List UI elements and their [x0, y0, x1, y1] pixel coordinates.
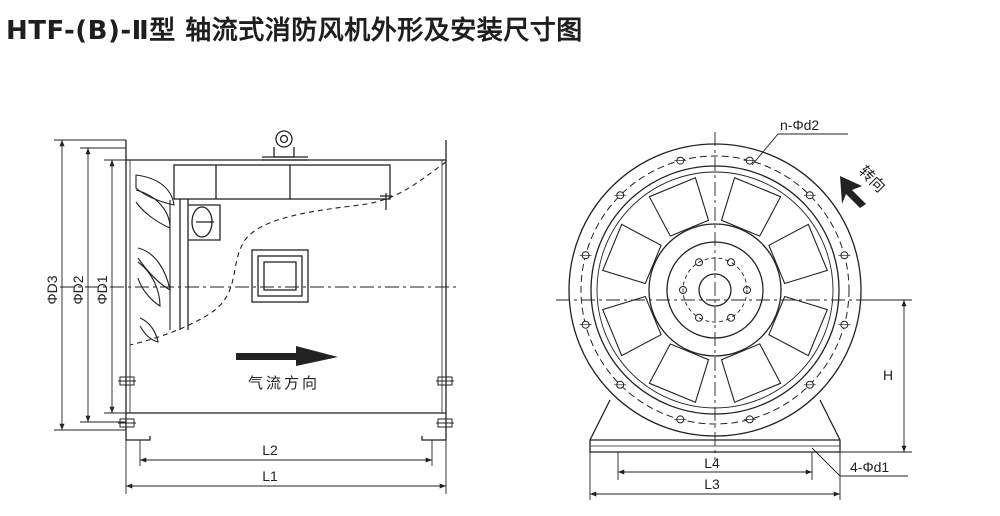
label-d3: ΦD3 [44, 275, 60, 304]
label-d1: ΦD1 [94, 275, 110, 304]
label-holes-top: n-Φd2 [780, 117, 819, 133]
rotation-arrow [840, 176, 866, 208]
shaft-bore [698, 273, 732, 307]
label-d2: ΦD2 [70, 275, 86, 304]
label-airflow-direction: 气流方向 [248, 374, 320, 392]
junction-box [251, 249, 309, 303]
front-view [556, 132, 912, 500]
blade [601, 223, 662, 285]
length-dimensions [125, 440, 447, 494]
hub-hole [679, 286, 687, 294]
label-l3: L3 [704, 476, 720, 492]
flange-bolts [118, 376, 454, 428]
page-title: HTF-(B)-Ⅱ型 轴流式消防风机外形及安装尺寸图 [6, 16, 583, 46]
side-view [54, 130, 458, 494]
blade [648, 176, 710, 237]
hub-hole [743, 286, 751, 294]
diameter-dimensions [54, 139, 126, 431]
label-l4: L4 [704, 455, 720, 471]
hub-hole [727, 258, 735, 267]
label-l2: L2 [262, 442, 278, 458]
blade [601, 295, 662, 357]
mounting-feet [125, 430, 447, 441]
height-dimension [840, 299, 912, 453]
flange-bolt-holes [579, 156, 851, 424]
blade [768, 223, 829, 285]
label-h: H [883, 367, 893, 383]
blade [720, 176, 782, 237]
label-l1: L1 [262, 468, 278, 484]
hub-hole [727, 313, 735, 322]
hub-hole [695, 258, 703, 267]
airflow-arrow [236, 346, 338, 366]
impeller-blades [135, 174, 175, 343]
bolt-circle [580, 155, 850, 425]
lifting-lug [262, 130, 308, 161]
blade [768, 295, 829, 357]
hub-bolt-holes [679, 258, 751, 322]
holes-top-leader [751, 133, 848, 166]
hub-hole [695, 313, 703, 322]
inlet-contour [129, 161, 447, 346]
blade [648, 343, 710, 404]
motor-body [173, 164, 392, 330]
label-holes-base: 4-Φd1 [850, 459, 889, 475]
blade [720, 343, 782, 404]
impeller-blades-front [601, 176, 829, 404]
label-rotation: 转向 [855, 162, 889, 196]
base-length-dimensions [589, 447, 908, 500]
